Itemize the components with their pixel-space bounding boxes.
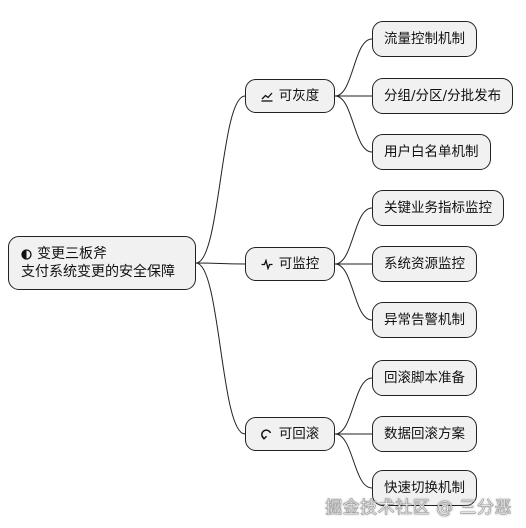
leaf-label: 系统资源监控 <box>384 256 465 272</box>
connector-line <box>334 95 373 153</box>
connector-line <box>195 95 246 264</box>
leaf-traffic-control[interactable]: 流量控制机制 <box>372 21 477 57</box>
half-circle-icon <box>21 248 32 260</box>
leaf-label: 数据回滚方案 <box>384 426 465 442</box>
leaf-user-whitelist[interactable]: 用户白名单机制 <box>372 134 491 170</box>
pulse-icon <box>261 258 273 270</box>
watermark: 掘金技术社区 @ 三分恶 <box>325 498 512 519</box>
connector-line <box>334 433 373 489</box>
leaf-rollback-script[interactable]: 回滚脚本准备 <box>372 360 477 396</box>
leaf-label: 流量控制机制 <box>384 31 465 47</box>
leaf-label: 分组/分区/分批发布 <box>384 88 502 104</box>
connector-line <box>195 262 246 435</box>
connector-line <box>334 207 373 265</box>
branch-label: 可灰度 <box>278 88 320 104</box>
leaf-batch-release[interactable]: 分组/分区/分批发布 <box>372 78 514 114</box>
leaf-key-metrics[interactable]: 关键业务指标监控 <box>372 190 504 226</box>
leaf-label: 异常告警机制 <box>384 312 465 328</box>
leaf-label: 用户白名单机制 <box>384 144 479 160</box>
branch-rollback[interactable]: 可回滚 <box>245 417 335 451</box>
leaf-system-resources[interactable]: 系统资源监控 <box>372 246 477 282</box>
connector-line <box>334 38 373 97</box>
branch-label: 可回滚 <box>278 426 320 442</box>
leaf-alerting[interactable]: 异常告警机制 <box>372 302 477 338</box>
leaf-label: 关键业务指标监控 <box>384 200 492 216</box>
leaf-data-rollback[interactable]: 数据回滚方案 <box>372 416 477 452</box>
branch-gray-release[interactable]: 可灰度 <box>245 79 335 113</box>
connector-line <box>334 263 373 321</box>
connector-line <box>334 377 373 435</box>
undo-arrow-icon <box>260 428 273 440</box>
root-subtitle: 支付系统变更的安全保障 <box>21 264 175 280</box>
leaf-fast-switch[interactable]: 快速切换机制 <box>372 470 477 506</box>
connector-line <box>195 262 246 265</box>
leaf-label: 回滚脚本准备 <box>384 370 465 386</box>
root-node[interactable]: 变更三板斧 支付系统变更的安全保障 <box>8 236 196 290</box>
leaf-label: 快速切换机制 <box>384 480 465 496</box>
branch-label: 可监控 <box>278 256 320 272</box>
root-title: 变更三板斧 <box>37 246 107 262</box>
branch-monitoring[interactable]: 可监控 <box>245 247 335 281</box>
trend-chart-icon <box>261 91 273 102</box>
